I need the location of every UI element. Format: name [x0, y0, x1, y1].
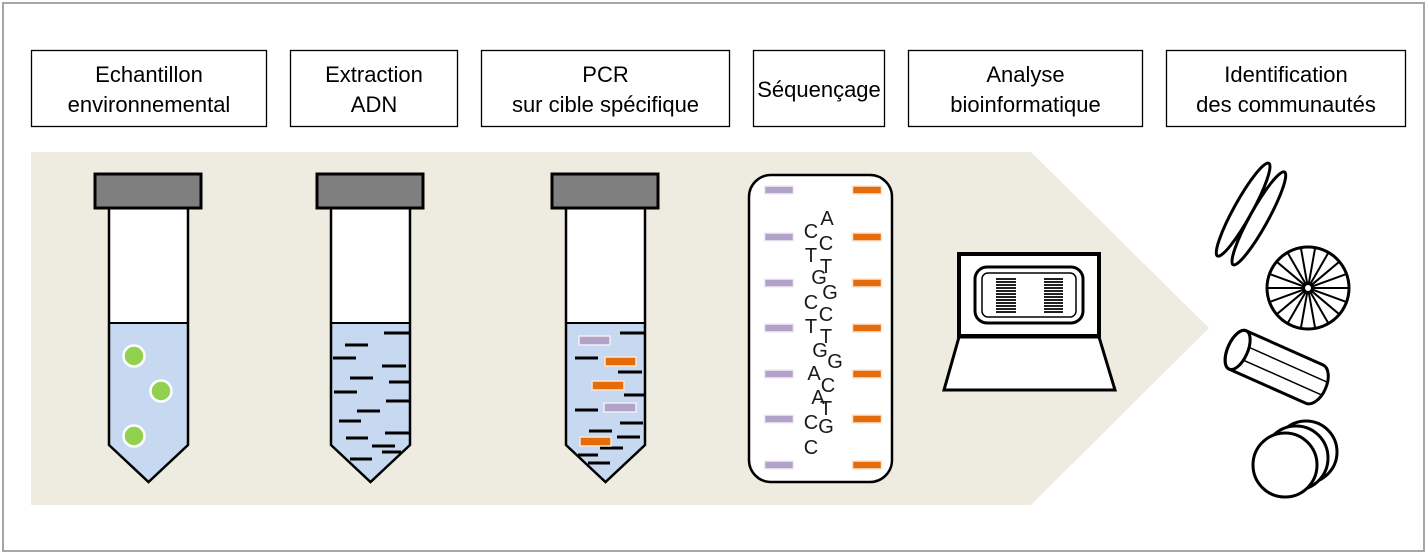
- sequence-letter: G: [811, 267, 827, 289]
- chip-outline: [747, 173, 894, 484]
- sequence-letter: G: [827, 351, 843, 373]
- step-label-line: environnemental: [68, 92, 231, 117]
- disc-diatom-stack-icon: [1251, 419, 1339, 499]
- step-box: [1165, 49, 1407, 128]
- cell-particle: [149, 379, 173, 403]
- step-extraction: Extraction ADN: [289, 49, 459, 128]
- sequence-letter: T: [805, 316, 817, 338]
- sequence-letter: G: [812, 340, 828, 362]
- sequence-letter: C: [804, 292, 818, 314]
- sequence-letter: C: [819, 304, 833, 326]
- read-tag-orange: [851, 460, 883, 470]
- read-tag-orange: [851, 369, 883, 379]
- step-label-line: Echantillon: [95, 62, 203, 87]
- tube-cap: [315, 172, 425, 210]
- laptop-icon: [942, 252, 1118, 392]
- diatom-girdle-line: [1243, 359, 1321, 396]
- amplicon-orange: [579, 436, 612, 447]
- cell-particle: [122, 344, 146, 368]
- step-box: [30, 49, 268, 128]
- read-tag-orange: [851, 278, 883, 288]
- sequence-letter: A: [811, 387, 825, 409]
- sequence-letter: C: [821, 375, 835, 397]
- sequencing-chip-icon: A C C T T G G C C T T G G A C A T C G C: [747, 173, 894, 484]
- step-label-line: Extraction: [325, 62, 423, 87]
- sequence-letter: C: [819, 233, 833, 255]
- sequence-letter: T: [820, 326, 832, 348]
- sequence-letter: T: [805, 245, 817, 267]
- read-tag-orange: [851, 185, 883, 195]
- diatom-end-valve: [1223, 328, 1252, 372]
- tube-cap: [93, 172, 203, 210]
- step-sample: Echantillon environnemental: [30, 49, 268, 128]
- screen-inner-panel: [981, 272, 1077, 318]
- sequence-letter: A: [820, 208, 834, 230]
- read-tag-purple: [763, 323, 795, 333]
- step-analysis: Analyse bioinformatique: [907, 49, 1144, 128]
- tube-liquid: [331, 323, 410, 482]
- sequence-letter: T: [820, 398, 832, 420]
- screen-display: [973, 265, 1085, 325]
- step-box: [907, 49, 1144, 128]
- read-tag-purple: [763, 414, 795, 424]
- step-label-line: ADN: [351, 92, 397, 117]
- pennate-diatom-icon: [1214, 161, 1288, 267]
- read-tag-purple: [763, 185, 795, 195]
- sequence-letter: C: [804, 412, 818, 434]
- step-box: [480, 49, 731, 128]
- sequence-letter: T: [820, 256, 832, 278]
- sample-tube-icon: [93, 172, 203, 484]
- diatom-valve: [1230, 170, 1288, 267]
- step-label-line: bioinformatique: [950, 92, 1100, 117]
- step-label-line: Séquençage: [757, 77, 881, 102]
- step-label-line: sur cible spécifique: [512, 92, 699, 117]
- read-tag-purple: [763, 369, 795, 379]
- step-identification: Identification des communautés: [1165, 49, 1407, 128]
- step-sequencing: Séquençage: [752, 49, 886, 128]
- step-pcr: PCR sur cible spécifique: [480, 49, 731, 128]
- amplicon-purple: [578, 335, 611, 346]
- sequence-letter: C: [804, 221, 818, 243]
- step-label-line: PCR: [582, 62, 628, 87]
- sequence-letter: G: [818, 416, 834, 438]
- sequence-letter: A: [807, 363, 821, 385]
- read-tag-orange: [851, 232, 883, 242]
- step-label-line: des communautés: [1196, 92, 1376, 117]
- read-tag-orange: [851, 323, 883, 333]
- laptop-base: [942, 335, 1118, 392]
- dna-extract-tube-icon: [315, 172, 425, 484]
- step-box: [752, 49, 886, 128]
- tube-outline: [564, 208, 647, 484]
- read-tag-purple: [763, 232, 795, 242]
- tube-cap: [550, 172, 660, 210]
- centric-diatom-icon: [1265, 245, 1351, 331]
- read-tag-purple: [763, 460, 795, 470]
- tube-outline: [329, 208, 412, 484]
- gel-bands: [996, 278, 1063, 313]
- cell-particle: [122, 424, 146, 448]
- amplicon-orange: [604, 356, 637, 367]
- step-label-line: Identification: [1224, 62, 1348, 87]
- step-box: [289, 49, 459, 128]
- diatom-disc: [1251, 431, 1319, 499]
- read-tag-purple: [763, 278, 795, 288]
- step-label-line: Analyse: [986, 62, 1064, 87]
- amplicon-orange: [591, 380, 625, 391]
- diatom-girdle-line: [1249, 346, 1327, 383]
- diatom-center: [1303, 283, 1313, 293]
- amplicon-purple: [603, 402, 637, 413]
- cylindrical-diatom-icon: [1223, 328, 1330, 406]
- read-tag-orange: [851, 414, 883, 424]
- sequence-letter: C: [804, 437, 818, 459]
- pcr-tube-icon: [550, 172, 660, 484]
- tube-outline: [107, 208, 190, 484]
- sequence-letter: G: [822, 282, 838, 304]
